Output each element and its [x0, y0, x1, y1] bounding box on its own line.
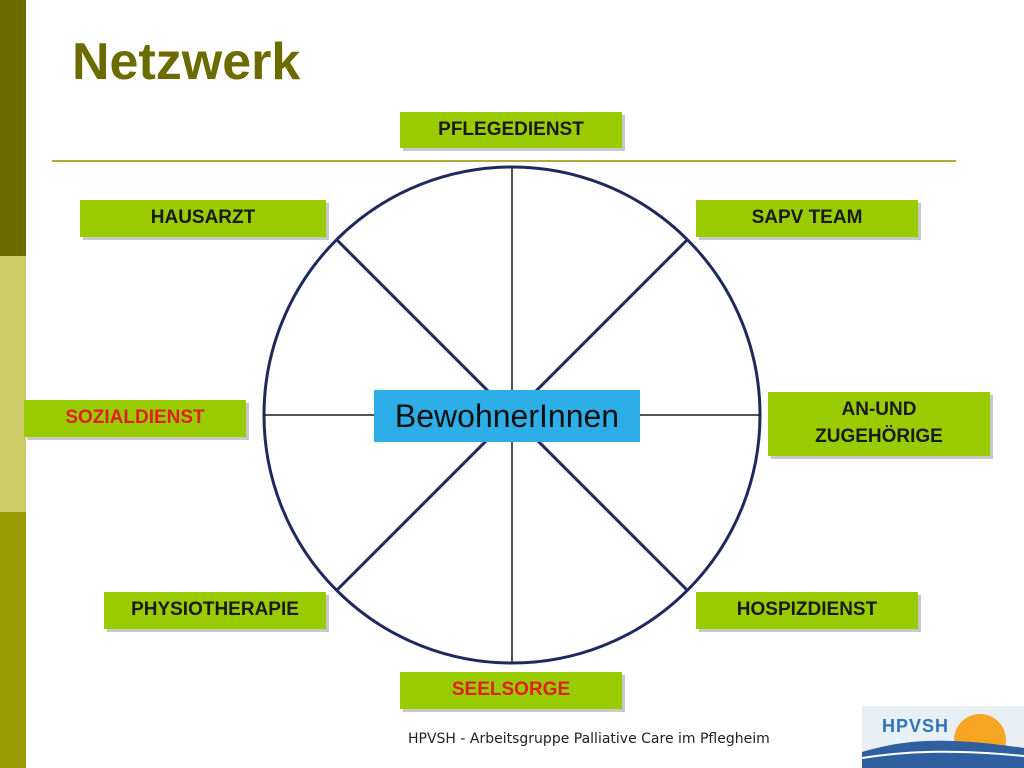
node-pflegedienst: PFLEGEDIENST: [400, 112, 622, 148]
node-hausarzt: HAUSARZT: [80, 200, 326, 237]
logo-text: HPVSH: [882, 716, 950, 736]
hpvsh-logo: HPVSH: [862, 706, 1024, 768]
center-node-bewohnerinnen: BewohnerInnen: [374, 390, 640, 442]
node-hospizdienst: HOSPIZDIENST: [696, 592, 918, 629]
slide-footer: HPVSH - Arbeitsgruppe Palliative Care im…: [408, 731, 770, 747]
sidebar-band-light: [0, 256, 26, 512]
node-physiotherapie: PHYSIOTHERAPIE: [104, 592, 326, 629]
sidebar-band-dark: [0, 0, 26, 256]
node-sozialdienst: SOZIALDIENST: [24, 400, 246, 437]
title-divider: [52, 160, 956, 162]
node-an-und-zugehoerige: AN-UND ZUGEHÖRIGE: [768, 392, 990, 456]
slide-title: Netzwerk: [72, 33, 301, 91]
sidebar-band-mid: [0, 512, 26, 768]
node-sapv-team: SAPV TEAM: [696, 200, 918, 237]
node-seelsorge: SEELSORGE: [400, 672, 622, 709]
